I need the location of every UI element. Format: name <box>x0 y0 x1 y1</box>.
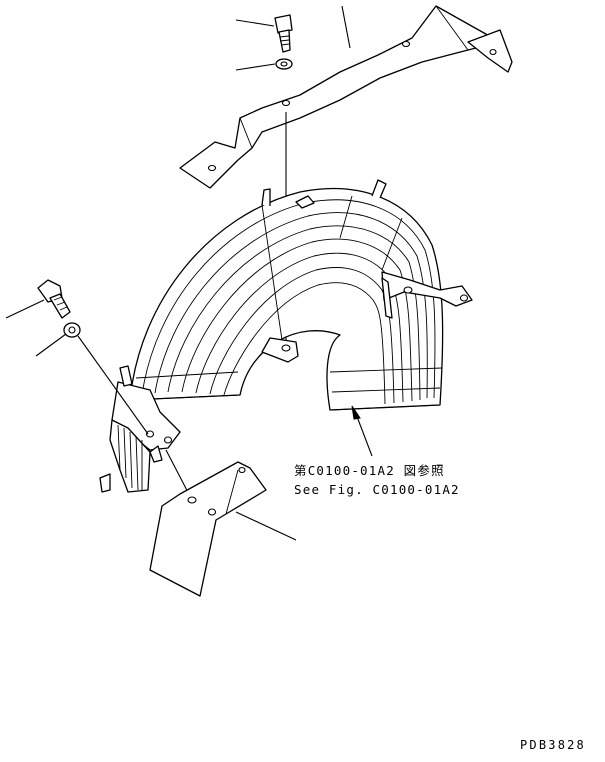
wheel-fender <box>129 179 473 411</box>
lower-mud-flap <box>149 461 267 597</box>
figure-reference-english: See Fig. C0100-01A2 <box>294 482 460 497</box>
lower-left-bracket <box>99 365 181 493</box>
upper-mounting-bracket <box>179 5 513 189</box>
reference-arrow <box>351 405 373 457</box>
figure-reference-japanese: 第C0100-01A2 図参照 <box>294 463 445 478</box>
bolt-upper <box>274 14 293 53</box>
drawing-id: PDB3828 <box>520 738 586 752</box>
washer-left <box>63 322 81 338</box>
washer-upper <box>275 58 293 70</box>
bolt-left <box>37 279 71 319</box>
